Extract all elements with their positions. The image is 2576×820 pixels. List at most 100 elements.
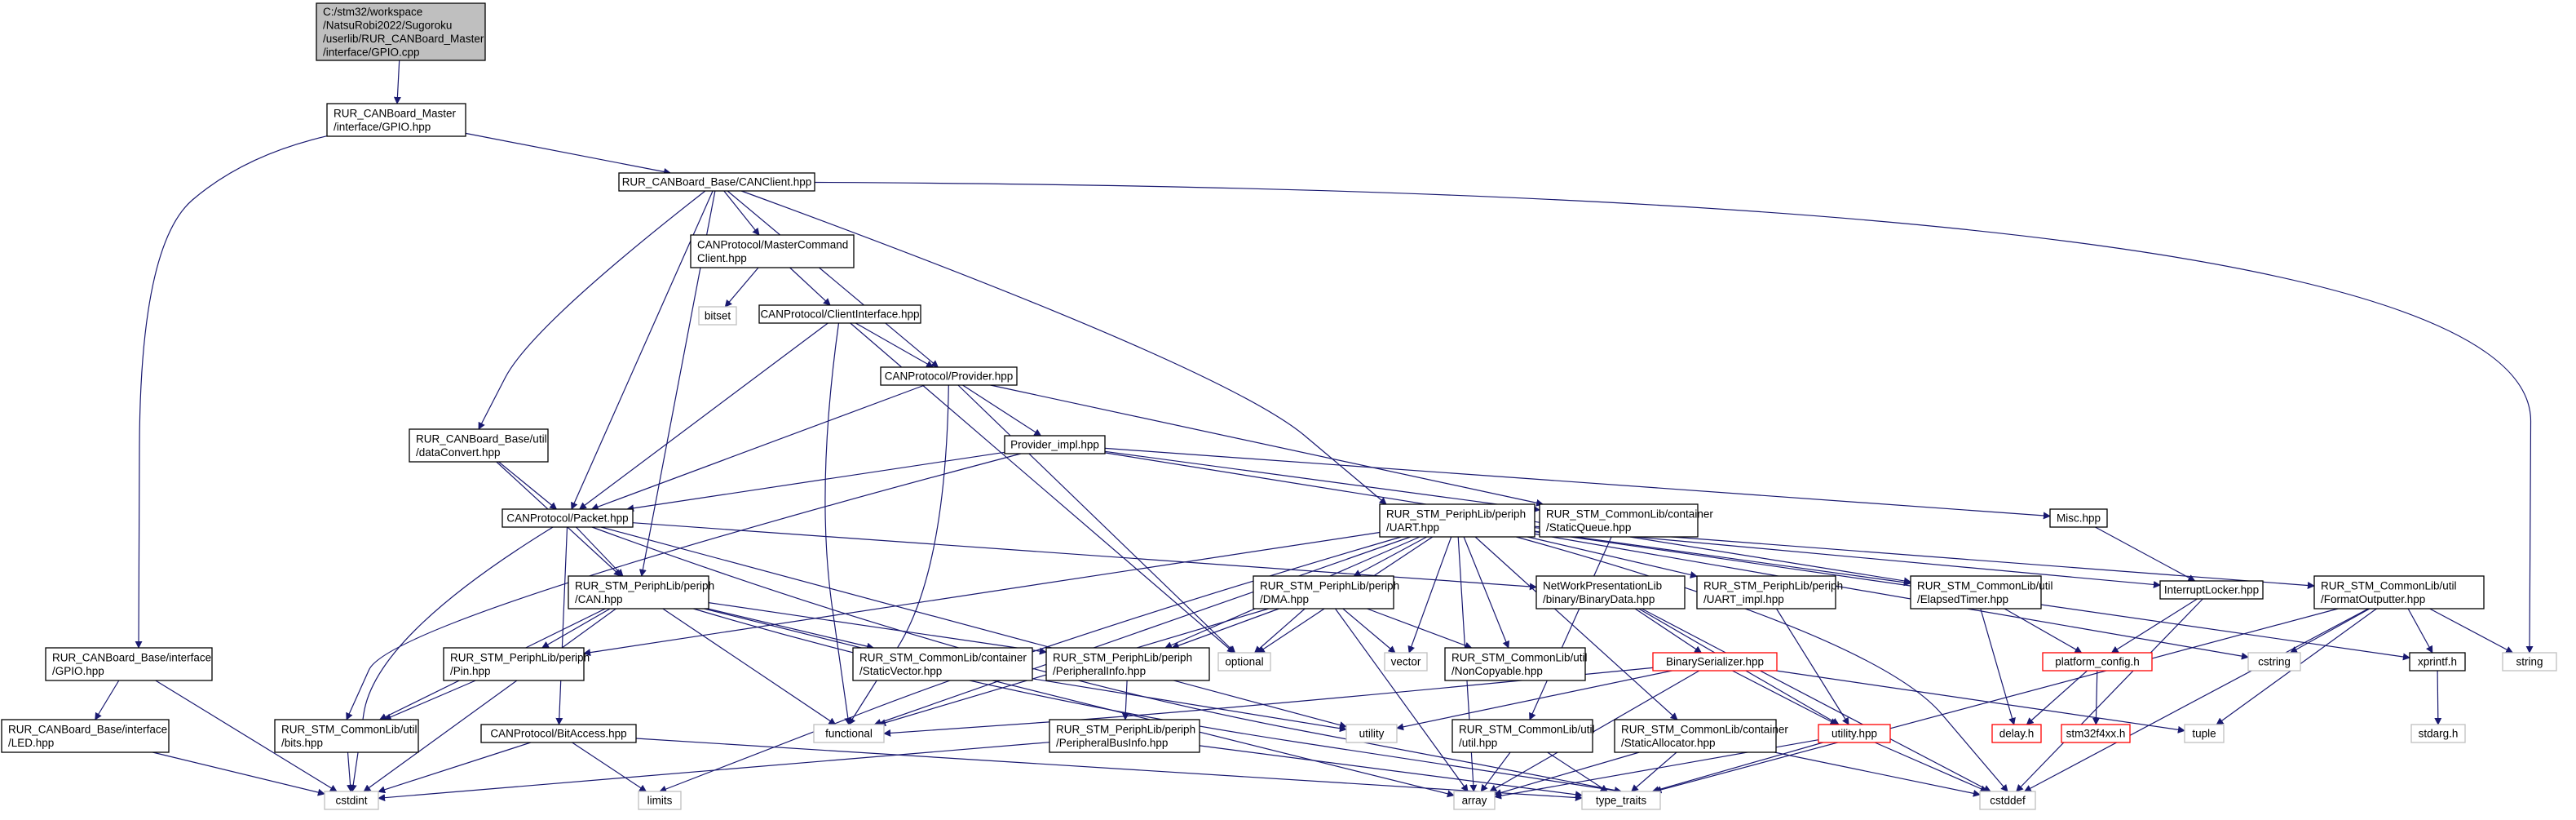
header-file-node[interactable]: RUR_STM_PeriphLib/periph/PeripheralInfo.…: [1045, 647, 1210, 681]
header-file-node[interactable]: RUR_CANBoard_Base/interface/LED.hpp: [1, 719, 170, 753]
header-file-node[interactable]: RUR_STM_CommonLib/container/StaticQueue.…: [1539, 503, 1713, 538]
root-file-node[interactable]: C:/stm32/workspace/NatsuRobi2022/Sugorok…: [316, 2, 486, 61]
header-file-node[interactable]: RUR_STM_CommonLib/util/bits.hpp: [274, 719, 419, 753]
header-file-node[interactable]: RUR_STM_PeriphLib/periph/Pin.hpp: [443, 647, 590, 681]
header-file-node[interactable]: RUR_STM_PeriphLib/periph/DMA.hpp: [1253, 575, 1399, 609]
include-arrow: [1104, 450, 1540, 513]
header-file-node[interactable]: RUR_STM_CommonLib/util/util.hpp: [1451, 719, 1595, 753]
include-arrow: [1651, 742, 1823, 794]
include-edge: [572, 742, 647, 792]
node-box: [1979, 791, 2036, 810]
node-label: CANProtocol/Packet.hpp: [506, 512, 628, 525]
header-file-node[interactable]: RUR_CANBoard_Master/interface/GPIO.hpp: [326, 103, 466, 137]
include-arrow: [1489, 670, 1700, 792]
header-file-node[interactable]: utility.hpp: [1818, 724, 1891, 743]
node-label: /bits.hpp: [281, 737, 323, 749]
node-label: /binary/BinaryData.hpp: [1543, 593, 1655, 605]
include-edge: [1651, 742, 1823, 794]
header-file-node[interactable]: xprintf.h: [2409, 652, 2466, 672]
node-box: [2159, 580, 2264, 600]
node-box: [1696, 575, 1836, 609]
system-header-node: stdarg.h: [2410, 724, 2466, 743]
system-header-node: optional: [1217, 652, 1271, 672]
node-label: RUR_STM_CommonLib/util: [281, 723, 418, 735]
header-file-node[interactable]: delay.h: [1991, 724, 2042, 743]
include-edge: [571, 190, 714, 510]
system-header-node: tuple: [2184, 724, 2225, 743]
header-file-node[interactable]: NetWorkPresentationLib/binary/BinaryData…: [1535, 575, 1686, 609]
node-box: [2247, 652, 2301, 672]
node-box: [2502, 652, 2557, 672]
header-file-node[interactable]: BinarySerializer.hpp: [1652, 652, 1778, 672]
header-file-node[interactable]: CANProtocol/ClientInterface.hpp: [758, 304, 921, 324]
node-box: [2049, 508, 2108, 528]
header-file-node[interactable]: RUR_STM_PeriphLib/periph/PeripheralBusIn…: [1049, 719, 1200, 753]
include-edge: [1489, 670, 1700, 792]
system-header-node: functional: [813, 724, 885, 743]
include-edge: [1199, 745, 1583, 799]
node-label: delay.h: [1999, 728, 2035, 740]
header-file-node[interactable]: platform_config.h: [2042, 652, 2153, 672]
node-box: [409, 428, 549, 463]
header-file-node[interactable]: RUR_STM_CommonLib/util/ElapsedTimer.hpp: [1910, 575, 2053, 609]
header-file-node[interactable]: RUR_STM_CommonLib/util/NonCopyable.hpp: [1444, 647, 1588, 681]
include-arrow: [659, 536, 1402, 793]
include-edge: [95, 680, 120, 720]
node-box: [1217, 652, 1271, 672]
node-label: xprintf.h: [2418, 656, 2457, 668]
include-edge: [2110, 598, 2198, 654]
include-arrow: [600, 526, 1347, 729]
include-arrow: [1253, 608, 1306, 654]
include-edge: [662, 608, 837, 725]
header-file-node[interactable]: RUR_STM_PeriphLib/periph/UART.hpp: [1379, 503, 1535, 538]
header-file-node[interactable]: RUR_CANBoard_Base/CANClient.hpp: [618, 172, 815, 192]
node-box: [480, 724, 637, 743]
node-box: [638, 791, 682, 810]
header-file-node[interactable]: CANProtocol/Provider.hpp: [880, 366, 1018, 386]
system-header-node: cstring: [2247, 652, 2301, 672]
include-edge: [1775, 608, 1849, 725]
node-label: RUR_CANBoard_Base/interface: [8, 723, 167, 735]
header-file-node[interactable]: RUR_CANBoard_Base/util/dataConvert.hpp: [409, 428, 549, 463]
include-arrow: [465, 132, 671, 175]
include-edge: [1631, 751, 1677, 792]
node-box: [880, 366, 1018, 386]
header-file-node[interactable]: InterruptLocker.hpp: [2159, 580, 2264, 600]
include-arrow: [1529, 536, 1612, 720]
include-edge: [600, 526, 1347, 729]
node-label: RUR_STM_CommonLib/container: [1546, 508, 1713, 520]
include-edge: [824, 322, 852, 725]
header-file-node[interactable]: RUR_CANBoard_Base/interface/GPIO.hpp: [45, 647, 213, 681]
include-edge: [2429, 608, 2514, 654]
node-box: [1, 719, 170, 753]
node-label: /UART_impl.hpp: [1703, 593, 1784, 605]
node-box: [1045, 647, 1210, 681]
include-arrow: [1775, 608, 1849, 725]
include-arrow: [704, 608, 1455, 798]
include-arrow: [498, 461, 558, 510]
node-label: cstdint: [335, 795, 367, 807]
node-label: RUR_STM_CommonLib/util: [1459, 723, 1595, 735]
node-label: utility: [1359, 728, 1385, 740]
header-file-node[interactable]: RUR_STM_PeriphLib/periph/UART_impl.hpp: [1696, 575, 1843, 609]
include-edge: [2095, 526, 2196, 582]
header-file-node[interactable]: CANProtocol/Packet.hpp: [502, 508, 634, 528]
header-file-node[interactable]: Provider_impl.hpp: [1004, 435, 1106, 454]
include-arrow: [740, 190, 1387, 505]
header-file-node[interactable]: RUR_STM_PeriphLib/periph/CAN.hpp: [568, 575, 714, 609]
header-file-node[interactable]: Misc.hpp: [2049, 508, 2108, 528]
header-file-node[interactable]: stm32f4xx.h: [2061, 724, 2131, 743]
node-label: RUR_CANBoard_Base/CANClient.hpp: [622, 176, 812, 188]
include-arrow: [2434, 670, 2442, 725]
header-file-node[interactable]: RUR_STM_CommonLib/util/FormatOutputter.h…: [2313, 575, 2485, 609]
node-label: /DMA.hpp: [1260, 593, 1309, 605]
header-file-node[interactable]: RUR_STM_CommonLib/container/StaticVector…: [852, 647, 1033, 681]
header-file-node[interactable]: CANProtocol/BitAccess.hpp: [480, 724, 637, 743]
node-box: [45, 647, 213, 681]
include-arrow: [1527, 536, 1698, 578]
header-file-node[interactable]: RUR_STM_CommonLib/container/StaticAlloca…: [1614, 719, 1788, 753]
include-edge: [1407, 536, 1452, 654]
include-edge: [883, 667, 1654, 737]
node-box: [852, 647, 1033, 681]
